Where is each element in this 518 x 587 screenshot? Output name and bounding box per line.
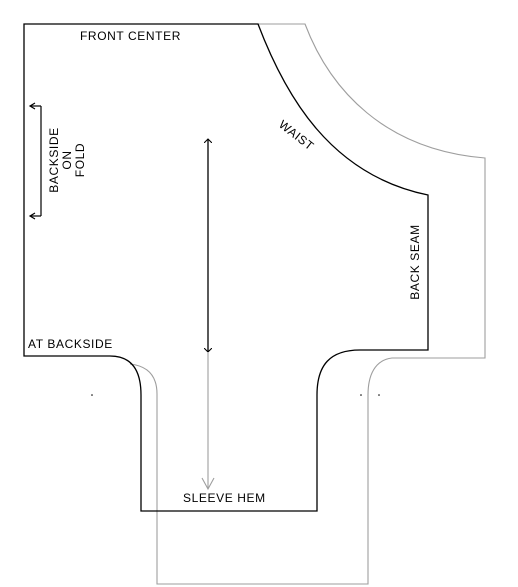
speck-mark xyxy=(91,394,93,396)
backside-fold-line-2: ON xyxy=(60,150,74,169)
at-backside-label: AT BACKSIDE xyxy=(28,337,113,351)
back-seam-label: BACK SEAM xyxy=(408,224,422,299)
backside-fold-line-3: FOLD xyxy=(73,143,87,177)
speck-mark xyxy=(378,394,380,396)
fold-bracket xyxy=(28,102,42,220)
sleeve-hem-label: SLEEVE HEM xyxy=(183,491,266,505)
backside-fold-label: BACKSIDE ON FOLD xyxy=(47,127,87,193)
front-center-label: FRONT CENTER xyxy=(80,29,181,43)
speck-mark xyxy=(360,394,362,396)
grainline-extension-arrowhead xyxy=(201,477,215,491)
backside-fold-line-1: BACKSIDE xyxy=(47,127,61,193)
pattern-outline xyxy=(23,23,429,512)
seam-allowance-outline xyxy=(129,23,486,585)
